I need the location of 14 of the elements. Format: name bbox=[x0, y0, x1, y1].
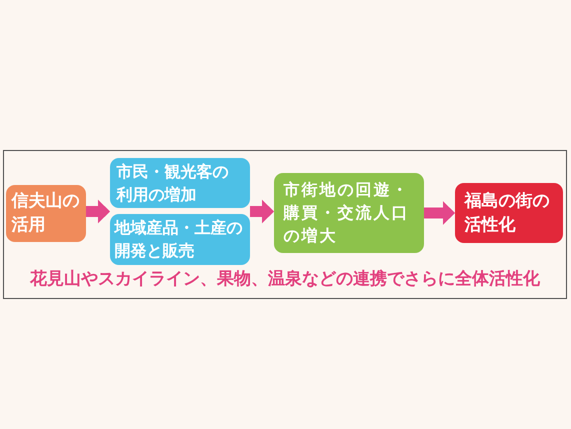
process-box bbox=[110, 158, 250, 208]
box-label: 信夫山の活用 bbox=[12, 190, 80, 237]
process-box bbox=[110, 214, 250, 264]
arrow bbox=[424, 201, 455, 225]
box-label: 福島の街の活性化 bbox=[464, 190, 550, 236]
box-label: 市街地の回遊・購買・交流人口の増大 bbox=[284, 179, 410, 247]
group-frame bbox=[3, 150, 567, 299]
box-label: 市民・観光客の利用の増加 bbox=[116, 160, 230, 206]
process-box bbox=[454, 182, 562, 242]
arrow bbox=[250, 200, 274, 224]
summary-text: 花見山やスカイライン、果物、温泉などの連携でさらに全体活性化 bbox=[28, 268, 541, 290]
process-box bbox=[6, 184, 86, 242]
box-label: 地域産品・土産の開発と販売 bbox=[114, 217, 244, 262]
process-box bbox=[274, 172, 424, 252]
